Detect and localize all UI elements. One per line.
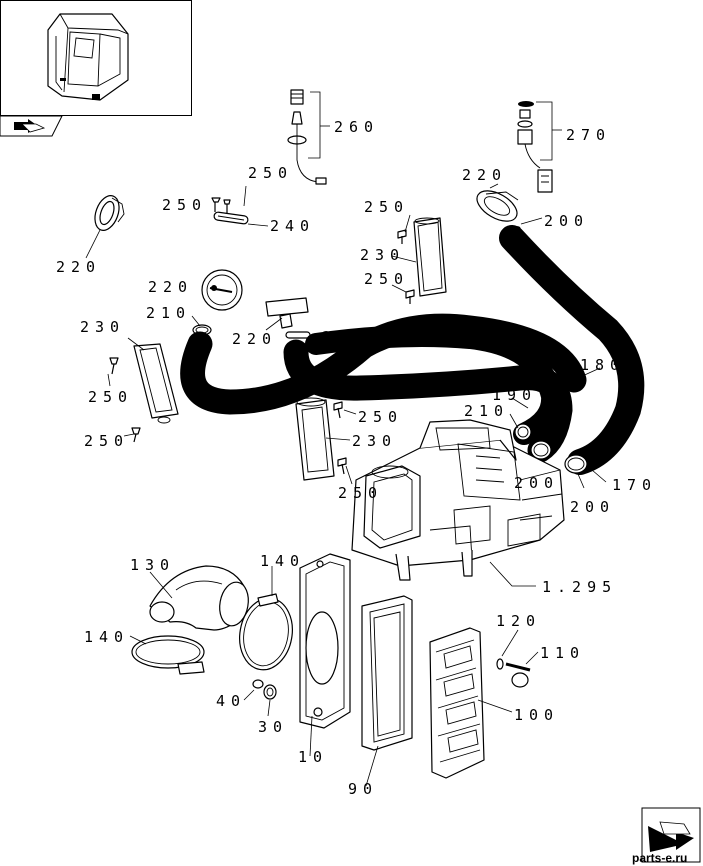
label-230-center: 230 — [352, 432, 397, 450]
label-250-center-b: 250 — [338, 484, 383, 502]
label-250-center-a: 250 — [358, 408, 403, 426]
part-hose-right[interactable] — [499, 225, 645, 475]
part-1295-heater-unit[interactable] — [351, 419, 565, 581]
label-220-center: 220 — [148, 278, 193, 296]
label-200-lower-b: 200 — [570, 498, 615, 516]
label-200-upper: 200 — [322, 328, 367, 346]
label-1295: 1.295 — [542, 578, 617, 596]
part-120-washer[interactable] — [496, 658, 504, 670]
part-40-nut[interactable] — [252, 679, 264, 689]
part-270-sensor[interactable] — [517, 101, 553, 193]
label-230-left: 230 — [80, 318, 125, 336]
label-110: 110 — [540, 644, 585, 662]
part-220-duct-left[interactable] — [91, 192, 125, 233]
part-230-cover-left[interactable] — [133, 343, 179, 424]
part-250-screw-230top-a[interactable] — [397, 229, 407, 244]
part-250-plate-top[interactable] — [265, 297, 309, 329]
part-260-switch[interactable] — [287, 89, 327, 185]
back-arrow-icon[interactable] — [0, 115, 63, 137]
part-250-screw-230top-b[interactable] — [405, 289, 415, 304]
label-250-top-a: 250 — [248, 164, 293, 182]
label-90: 90 — [348, 780, 378, 798]
part-250-screw-center-b[interactable] — [337, 457, 347, 475]
label-140-right: 140 — [260, 552, 305, 570]
label-260: 260 — [334, 118, 379, 136]
part-220-duct-center[interactable] — [201, 269, 243, 311]
label-240: 240 — [270, 217, 315, 235]
label-10: 10 — [298, 748, 328, 766]
label-250-left-a: 250 — [88, 388, 133, 406]
part-140-clamp-right[interactable] — [234, 593, 298, 674]
label-180: 180 — [580, 356, 625, 374]
part-220-duct-right[interactable] — [472, 185, 522, 228]
label-250-230top-a: 250 — [364, 198, 409, 216]
label-30: 30 — [258, 718, 288, 736]
label-140-left: 140 — [84, 628, 129, 646]
part-140-clamp-left[interactable] — [131, 635, 205, 675]
label-270: 270 — [566, 126, 611, 144]
label-170: 170 — [612, 476, 657, 494]
part-10-filter-housing[interactable] — [299, 553, 351, 729]
part-200-ring-lower-a[interactable] — [530, 440, 552, 460]
part-110-bolt[interactable] — [505, 662, 531, 688]
part-30-washer[interactable] — [263, 684, 277, 700]
label-250-top-b: 250 — [162, 196, 207, 214]
part-250-screw-top-a[interactable] — [211, 197, 231, 214]
label-250-230top-b: 250 — [364, 270, 409, 288]
part-250-screw-left-a[interactable] — [109, 357, 119, 375]
label-220-right: 220 — [462, 166, 507, 184]
cab-thumbnail[interactable] — [0, 0, 192, 116]
part-240-clip[interactable] — [213, 211, 249, 225]
part-230-cover-center[interactable] — [295, 397, 335, 481]
part-200-ring-lower-b[interactable] — [564, 454, 588, 474]
label-210-lower: 210 — [464, 402, 509, 420]
label-220-left: 220 — [56, 258, 101, 276]
label-250-left-b: 250 — [84, 432, 129, 450]
part-200-ring-upper[interactable] — [285, 331, 311, 339]
label-230-top: 230 — [360, 246, 405, 264]
part-90-filter[interactable] — [361, 595, 413, 751]
label-100: 100 — [514, 706, 559, 724]
next-page-arrow-icon[interactable] — [641, 807, 701, 863]
watermark: parts-e.ru — [632, 851, 687, 865]
part-230-cover-top[interactable] — [413, 217, 447, 297]
part-250-screw-center-a[interactable] — [333, 401, 343, 419]
label-120: 120 — [496, 612, 541, 630]
label-200-lower-a: 200 — [514, 474, 559, 492]
part-hose-upper-center[interactable] — [305, 325, 564, 445]
label-130: 130 — [130, 556, 175, 574]
label-220-plate: 220 — [232, 330, 277, 348]
label-210-upper: 210 — [146, 304, 191, 322]
label-40: 40 — [216, 692, 246, 710]
part-130-elbow-duct[interactable] — [149, 565, 252, 631]
part-100-louvre-cover[interactable] — [429, 627, 485, 779]
label-190: 190 — [492, 386, 537, 404]
part-250-screw-left-b[interactable] — [131, 427, 141, 443]
part-210-ring-lower[interactable] — [514, 423, 532, 441]
label-200-right: 200 — [544, 212, 589, 230]
